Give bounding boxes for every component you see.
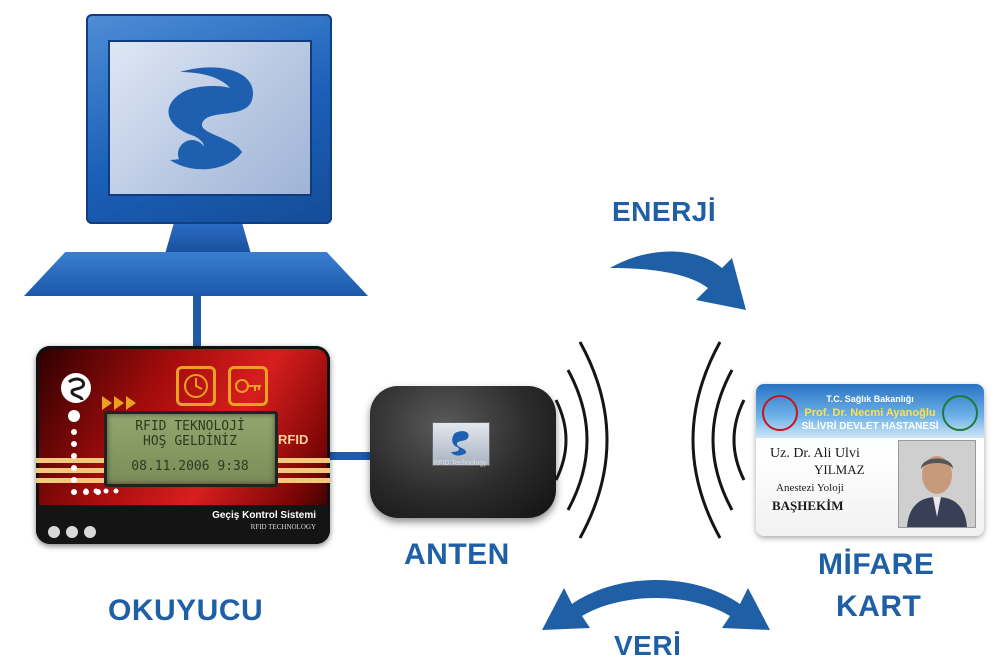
lcd-line-1: RFID TEKNOLOJİ xyxy=(135,419,245,434)
reader-bottom-panel xyxy=(36,505,330,544)
hospital-seal-icon xyxy=(942,395,978,431)
key-button xyxy=(228,366,268,406)
card-label-line2: KART xyxy=(836,590,922,623)
signal-wave-icon xyxy=(732,399,746,481)
lcd-line-3: 08.11.2006 9:38 xyxy=(131,459,249,474)
lcd-line-2: HOŞ GELDİNİZ xyxy=(143,434,237,449)
card-department: Anestezi Yoloji xyxy=(776,482,844,494)
reader-label: OKUYUCU xyxy=(108,594,264,627)
monitor-base xyxy=(24,252,368,296)
company-logo-icon xyxy=(168,67,254,170)
card-ministry: T.C. Sağlık Bakanlığı xyxy=(826,394,914,404)
signal-wave-icon xyxy=(691,341,722,539)
signal-wave-icon xyxy=(578,341,609,539)
card-name-line2: YILMAZ xyxy=(814,462,865,477)
curved-arrow-icon xyxy=(542,580,770,630)
clock-button xyxy=(176,366,216,406)
monitor-screen xyxy=(108,40,312,196)
antenna-badge xyxy=(432,422,490,466)
card-name-line1: Uz. Dr. Ali Ulvi xyxy=(770,446,860,461)
card-label-line1: MİFARE xyxy=(818,548,935,581)
cable-reader-antenna xyxy=(325,452,377,460)
card-hospital-line2: SİLİVRİ DEVLET HASTANESİ xyxy=(801,421,939,432)
clock-icon xyxy=(184,374,208,398)
card-title: BAŞHEKİM xyxy=(772,498,844,513)
antenna-logo-icon xyxy=(451,431,469,456)
reader-sub-brand: RFID TECHNOLOGY xyxy=(250,523,316,531)
ministry-seal-icon xyxy=(762,395,798,431)
lcd-display xyxy=(104,411,278,487)
chevron-right-icon xyxy=(102,396,136,410)
key-icon xyxy=(235,379,261,393)
antenna-brand: RFID Technology xyxy=(433,460,487,467)
reader-brand: Geçiş Kontrol Sistemi xyxy=(212,510,316,521)
card-photo xyxy=(898,440,976,528)
card-hospital-line1: Prof. Dr. Necmi Ayanoğlu xyxy=(804,407,936,419)
signal-waves xyxy=(554,341,746,539)
monitor-neck xyxy=(165,224,251,254)
reader-rfid-label: RFID xyxy=(278,432,309,447)
cable-monitor-reader xyxy=(193,296,201,352)
person-photo-icon xyxy=(899,441,975,527)
signal-wave-icon xyxy=(711,369,734,511)
reader-logo-icon xyxy=(61,373,101,495)
curved-arrow-icon xyxy=(610,251,746,310)
data-label: VERİ xyxy=(614,630,682,661)
signal-wave-icon xyxy=(554,399,568,481)
energy-label: ENERJİ xyxy=(612,196,717,227)
signal-wave-icon xyxy=(566,369,589,511)
dots-icon xyxy=(83,488,119,494)
antenna-label: ANTEN xyxy=(404,538,510,571)
reader-leds xyxy=(48,526,96,538)
